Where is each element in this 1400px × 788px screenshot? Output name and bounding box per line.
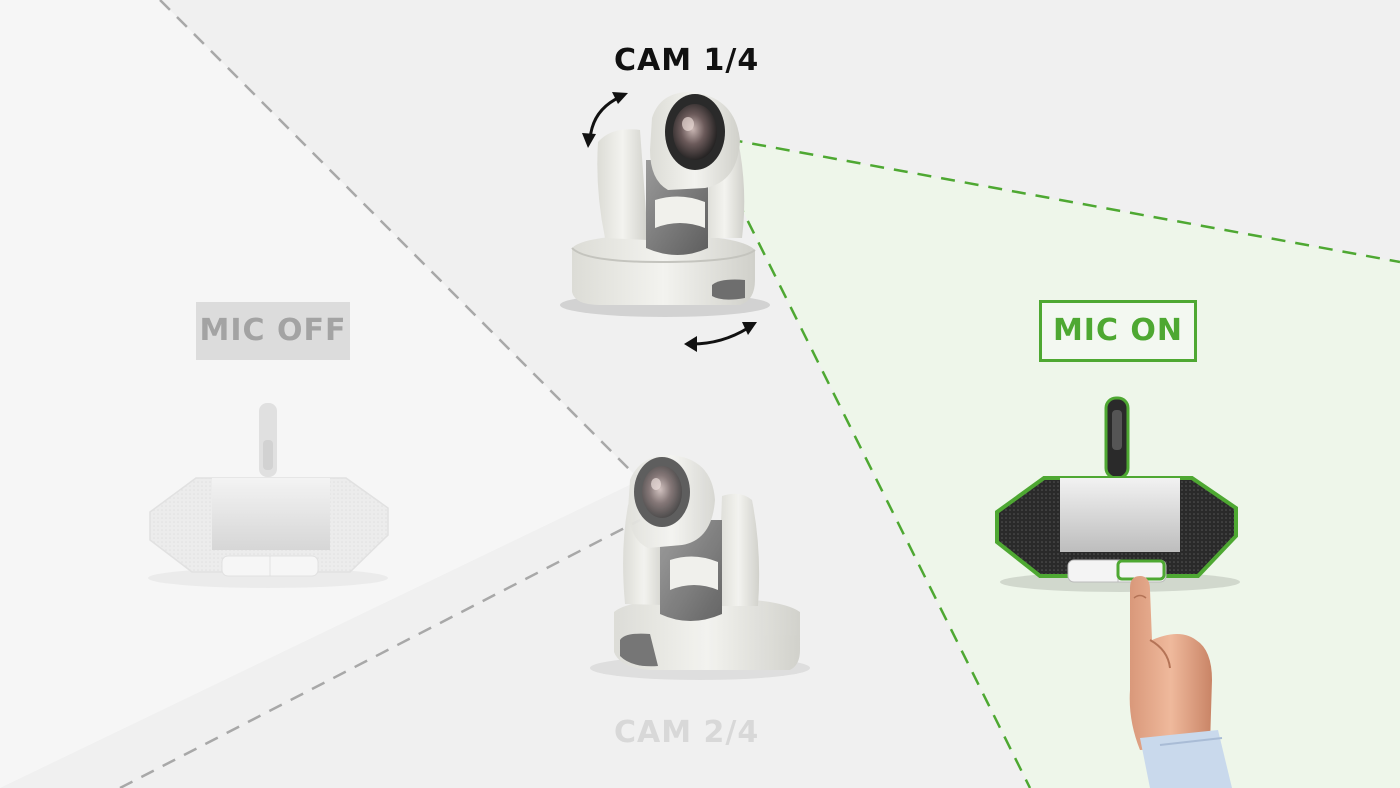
cam2-coverage-line-lower bbox=[119, 518, 641, 788]
active-coverage-region bbox=[705, 135, 1400, 788]
mic-off-badge: MIC OFF bbox=[196, 302, 350, 360]
left-coverage-region bbox=[0, 0, 640, 788]
cam1-label: CAM 1/4 bbox=[614, 43, 760, 78]
mic-on-badge: MIC ON bbox=[1039, 300, 1197, 362]
pressing-hand-icon bbox=[1129, 576, 1232, 788]
conference-microphone-on bbox=[995, 396, 1240, 592]
cam2-coverage-line-upper bbox=[159, 0, 641, 481]
cam2-label: CAM 2/4 bbox=[614, 715, 760, 750]
ptz-camera-1 bbox=[560, 92, 770, 317]
tilt-arrow-icon bbox=[582, 92, 628, 148]
ptz-camera-2 bbox=[590, 455, 810, 680]
cam1-coverage-line-lower bbox=[703, 134, 1032, 788]
cam1-coverage-line-upper bbox=[704, 133, 1400, 264]
pan-arrow-icon bbox=[684, 322, 757, 352]
conference-microphone-off bbox=[148, 403, 389, 588]
